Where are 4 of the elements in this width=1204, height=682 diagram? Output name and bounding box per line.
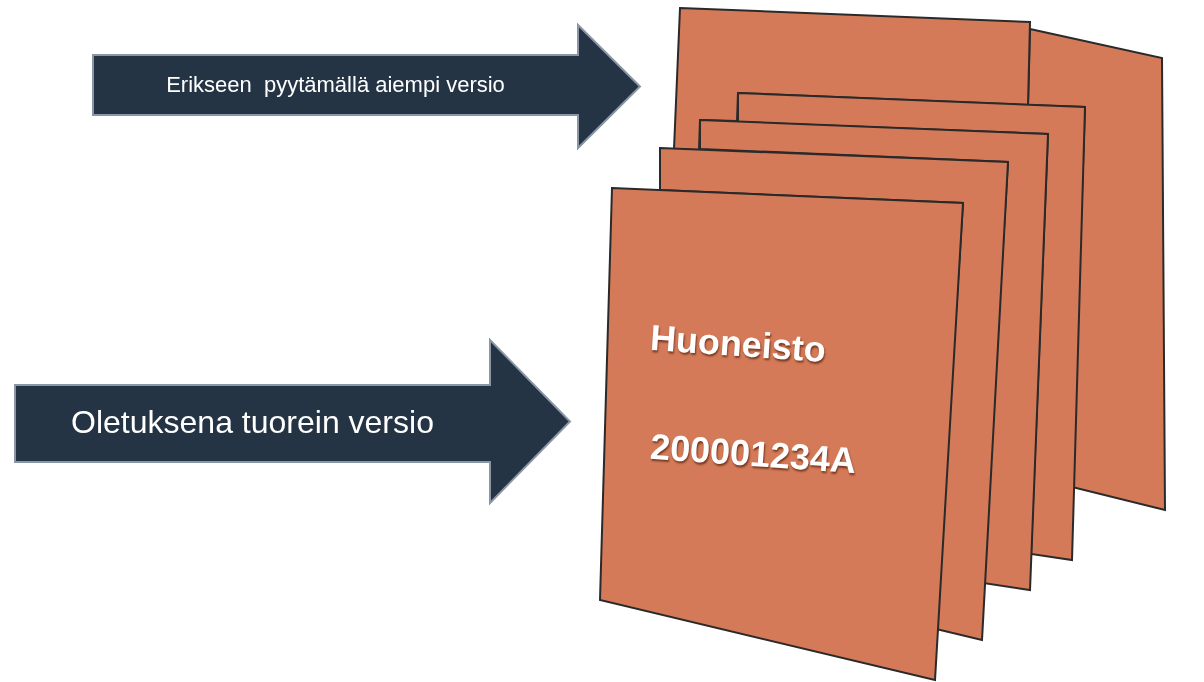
arrow-label: Oletuksena tuorein versio [70,404,435,442]
page-title: Huoneisto [648,316,828,372]
arrow-label: Erikseen pyytämällä aiempi versio [165,71,506,98]
page-number: 200001234A [648,425,858,483]
